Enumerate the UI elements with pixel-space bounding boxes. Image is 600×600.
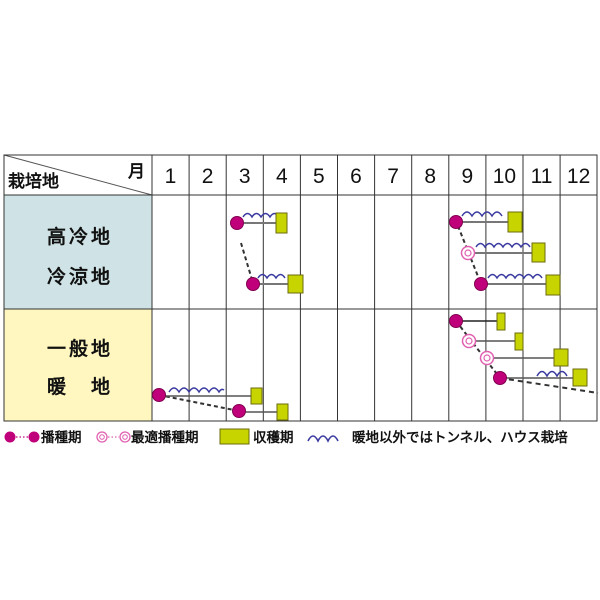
series-cool-spring xyxy=(230,212,304,294)
harvest-marker xyxy=(507,211,523,233)
tunnel-wave-icon xyxy=(475,242,531,249)
sowing-marker xyxy=(230,216,244,230)
optimal-sowing-marker xyxy=(461,333,477,349)
region-label-highland: 高冷地 xyxy=(47,225,113,248)
harvest-marker xyxy=(276,403,289,421)
sowing-dot-icon xyxy=(4,431,16,443)
tunnel-wave-icon xyxy=(487,273,543,280)
region-labels: 高冷地 冷涼地 一般地 暖 地 xyxy=(47,225,113,398)
month-headers: 1 2 3 4 5 6 7 8 9 10 11 12 xyxy=(165,165,591,188)
harvest-marker xyxy=(572,368,588,387)
legend-item-harvest: 収穫期 xyxy=(219,428,294,446)
legend-label-tunnel: 暖地以外ではトンネル、ハウス栽培 xyxy=(352,429,568,446)
region-cool-bg xyxy=(4,195,152,309)
month-header-6: 6 xyxy=(350,165,362,188)
tunnel-wave-icon xyxy=(168,387,225,394)
series-cool-autumn xyxy=(449,211,561,296)
header-corner: 栽培地 月 xyxy=(3,154,153,196)
region-label-cool: 冷涼地 xyxy=(47,265,113,288)
month-header-10: 10 xyxy=(493,165,516,188)
harvest-marker xyxy=(531,242,546,263)
series-warm-autumn xyxy=(449,312,599,394)
sowing-marker xyxy=(232,404,246,418)
region-label-warm: 暖 地 xyxy=(47,375,113,398)
harvest-marker xyxy=(545,274,561,296)
legend-label-sowing: 播種期 xyxy=(41,429,82,446)
harvest-marker xyxy=(514,332,524,351)
optimal-sowing-marker xyxy=(479,350,495,366)
harvest-marker xyxy=(496,312,506,331)
month-header-5: 5 xyxy=(313,165,325,188)
tunnel-wave-icon xyxy=(242,212,280,219)
legend-label-harvest: 収穫期 xyxy=(253,429,294,446)
harvest-marker xyxy=(287,274,304,294)
legend-item-optimal-sowing: 最適播種期 xyxy=(96,429,199,446)
corner-label-region: 栽培地 xyxy=(8,171,59,192)
optimal-sowing-dot-icon xyxy=(119,431,131,443)
harvest-marker xyxy=(275,212,288,234)
month-header-11: 11 xyxy=(531,165,553,188)
tunnel-wave-icon xyxy=(536,370,568,378)
legend-label-optimal-sowing: 最適播種期 xyxy=(131,429,199,446)
region-label-general: 一般地 xyxy=(47,337,113,360)
harvest-marker xyxy=(553,348,569,367)
harvest-box-icon xyxy=(219,428,250,445)
sowing-marker xyxy=(152,388,166,402)
sowing-marker xyxy=(474,277,488,291)
region-warm-bg xyxy=(4,309,152,421)
sowing-dot-icon xyxy=(28,431,40,443)
month-header-4: 4 xyxy=(276,165,288,188)
month-header-7: 7 xyxy=(387,165,399,188)
legend-item-sowing: 播種期 xyxy=(4,429,82,446)
optimal-sowing-marker xyxy=(460,245,476,261)
month-header-9: 9 xyxy=(461,165,473,188)
legend: 播種期 最適播種期 収穫期 暖地以外ではトンネル、ハウス栽培 xyxy=(4,428,568,446)
sowing-marker xyxy=(449,215,463,229)
tunnel-wave-icon xyxy=(461,211,503,218)
optimal-sowing-dot-icon xyxy=(96,431,108,443)
month-header-1: 1 xyxy=(165,165,177,188)
grid xyxy=(3,154,598,422)
month-header-2: 2 xyxy=(202,165,214,188)
legend-item-tunnel: 暖地以外ではトンネル、ハウス栽培 xyxy=(307,429,568,446)
corner-label-month: 月 xyxy=(127,162,145,182)
harvest-marker xyxy=(250,387,263,405)
month-header-12: 12 xyxy=(567,165,590,188)
sowing-marker xyxy=(449,314,463,328)
tunnel-wave-icon xyxy=(307,435,339,443)
series-warm-spring xyxy=(152,387,289,421)
tunnel-wave-icon xyxy=(257,273,286,280)
sowing-marker xyxy=(246,277,260,291)
sowing-marker xyxy=(493,371,507,385)
month-header-8: 8 xyxy=(424,165,436,188)
month-header-3: 3 xyxy=(239,165,251,188)
